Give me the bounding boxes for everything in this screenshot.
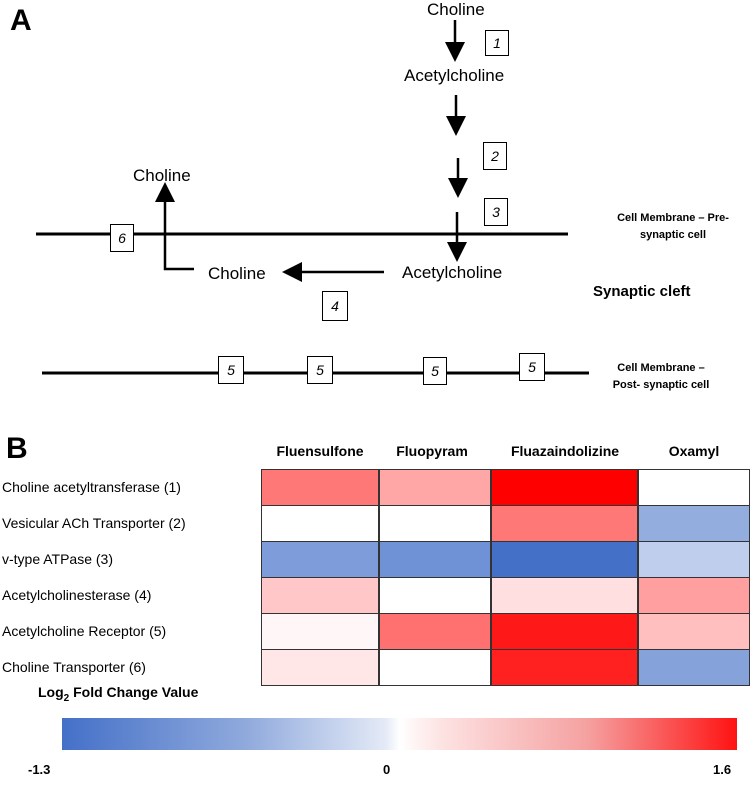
choline-left-top: Choline — [133, 166, 191, 185]
legend-title: Log2 Fold Change Value — [38, 684, 198, 704]
column-header: Fluazaindolizine — [510, 443, 620, 459]
heatmap-cell — [379, 577, 491, 614]
heatmap-cell — [261, 541, 379, 578]
row-label: Choline acetyltransferase (1) — [2, 479, 181, 495]
legend-title-subscript: 2 — [63, 692, 70, 704]
synaptic-cleft-label: Synaptic cleft — [593, 283, 691, 300]
row-label: v-type ATPase (3) — [2, 551, 114, 567]
heatmap-cell — [261, 505, 379, 542]
heatmap-cell — [261, 649, 379, 686]
heatmap-cell — [491, 613, 638, 650]
postsynaptic-label-line2: Post- synaptic cell — [612, 379, 710, 391]
heatmap-cell — [638, 505, 750, 542]
heatmap-cell — [638, 541, 750, 578]
heatmap-cell — [379, 469, 491, 506]
step-box-4: 4 — [322, 291, 348, 321]
acetylcholine-cleft: Acetylcholine — [402, 263, 503, 282]
legend-title-prefix: Log — [38, 684, 64, 700]
row-label: Vesicular ACh Transporter (2) — [2, 515, 186, 531]
legend-tick-min: -1.3 — [28, 762, 51, 777]
heatmap-cell — [638, 469, 750, 506]
heatmap-cell — [261, 613, 379, 650]
presynaptic-label-line2: synaptic cell — [639, 229, 707, 241]
heatmap-cell — [261, 469, 379, 506]
colorbar — [62, 718, 737, 750]
choline-top: Choline — [427, 0, 485, 19]
legend-title-suffix: Fold Change Value — [69, 684, 199, 700]
heatmap-cell — [638, 649, 750, 686]
heatmap-cell — [491, 505, 638, 542]
column-header: Fluopyram — [396, 443, 468, 459]
step-box-1: 1 — [485, 30, 509, 56]
heatmap-cell — [491, 577, 638, 614]
heatmap-cell — [379, 505, 491, 542]
arrow-choline-reuptake — [155, 182, 194, 271]
postsynaptic-membrane-label: Cell Membrane – Post- synaptic cell — [596, 360, 726, 394]
row-label: Choline Transporter (6) — [2, 659, 146, 675]
heatmap-cell — [638, 577, 750, 614]
step-box-5b: 5 — [307, 356, 333, 384]
heatmap-cell — [638, 613, 750, 650]
heatmap-cell — [491, 649, 638, 686]
step-box-3: 3 — [484, 198, 508, 226]
presynaptic-label-line1: Cell Membrane – Pre- — [617, 212, 729, 224]
column-header: Fluensulfone — [276, 443, 364, 459]
step-box-5a: 5 — [218, 356, 244, 384]
heatmap-cell — [379, 613, 491, 650]
legend-tick-max: 1.6 — [713, 762, 732, 777]
postsynaptic-label-line1: Cell Membrane – — [617, 362, 705, 374]
heatmap-cell — [379, 541, 491, 578]
choline-cleft: Choline — [208, 264, 266, 283]
step-box-5c: 5 — [423, 357, 447, 385]
row-label: Acetylcholinesterase (4) — [2, 587, 152, 603]
step-box-5d: 5 — [519, 353, 545, 381]
step-box-6: 6 — [110, 224, 134, 252]
heatmap-cell — [491, 541, 638, 578]
acetylcholine-top: Acetylcholine — [404, 66, 505, 85]
legend-tick-zero: 0 — [383, 762, 391, 777]
heatmap-cell — [491, 469, 638, 506]
heatmap-cell — [261, 577, 379, 614]
heatmap-cell — [379, 649, 491, 686]
row-label: Acetylcholine Receptor (5) — [2, 623, 167, 639]
presynaptic-membrane-label: Cell Membrane – Pre- synaptic cell — [598, 210, 748, 244]
pathway-diagram — [36, 20, 589, 375]
panel-a-letter: A — [10, 4, 32, 37]
column-header: Oxamyl — [668, 443, 720, 459]
panel-b-letter: B — [6, 432, 28, 465]
step-box-2: 2 — [483, 142, 507, 170]
